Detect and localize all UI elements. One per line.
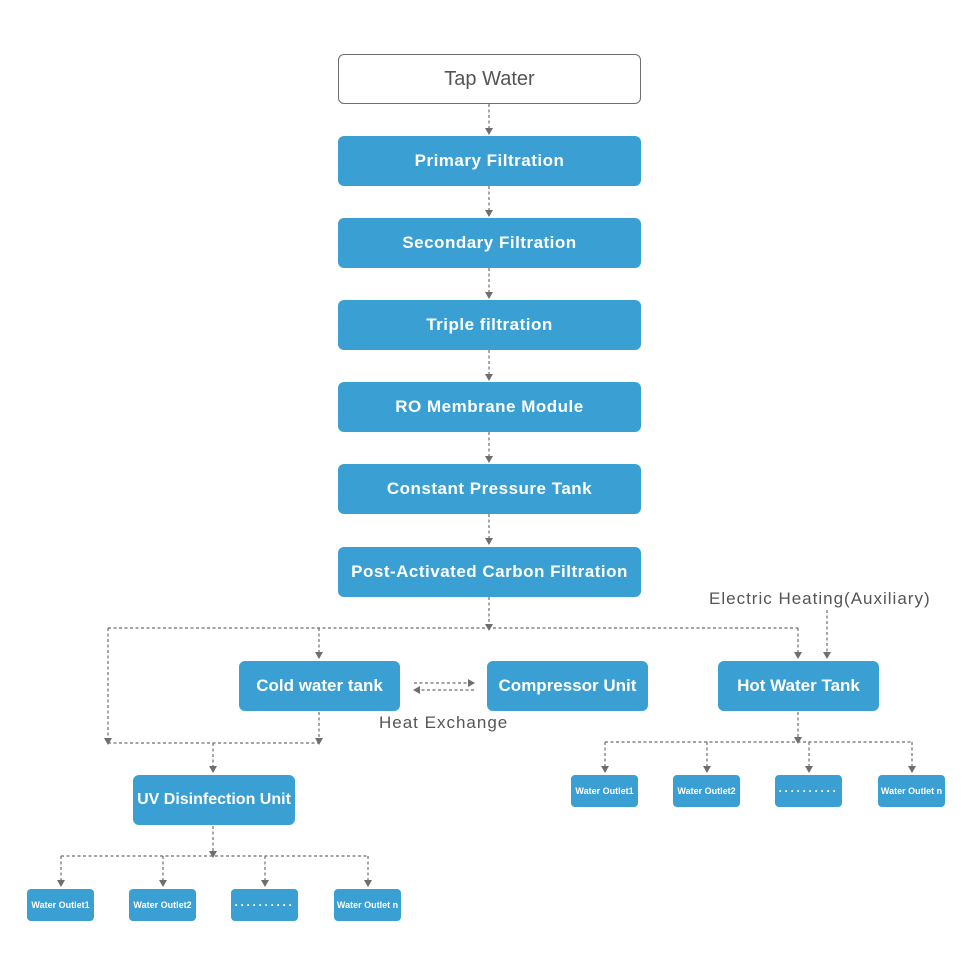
cold-water-tank-node: Cold water tank: [239, 661, 400, 711]
right-outlet-n: Water Outlet n: [878, 775, 945, 807]
carbon-filtration-node: Post-Activated Carbon Filtration: [338, 547, 641, 597]
tap-water-node: Tap Water: [338, 54, 641, 104]
uv-disinfection-node: UV Disinfection Unit: [133, 775, 295, 825]
secondary-filtration-node: Secondary Filtration: [338, 218, 641, 268]
right-outlet-1: Water Outlet1: [571, 775, 638, 807]
compressor-unit-node: Compressor Unit: [487, 661, 648, 711]
left-outlet-n: Water Outlet n: [334, 889, 401, 921]
right-outlet-2: Water Outlet2: [673, 775, 740, 807]
ro-membrane-node: RO Membrane Module: [338, 382, 641, 432]
pressure-tank-node: Constant Pressure Tank: [338, 464, 641, 514]
electric-heating-label: Electric Heating(Auxiliary): [709, 589, 931, 608]
left-outlet-1: Water Outlet1: [27, 889, 94, 921]
triple-filtration-node: Triple filtration: [338, 300, 641, 350]
heat-exchange-label: Heat Exchange: [379, 713, 509, 732]
hot-water-tank-node: Hot Water Tank: [718, 661, 879, 711]
left-outlet-2: Water Outlet2: [129, 889, 196, 921]
primary-filtration-node: Primary Filtration: [338, 136, 641, 186]
left-outlet-ellipsis: ··········: [231, 889, 298, 921]
right-outlet-ellipsis: ··········: [775, 775, 842, 807]
